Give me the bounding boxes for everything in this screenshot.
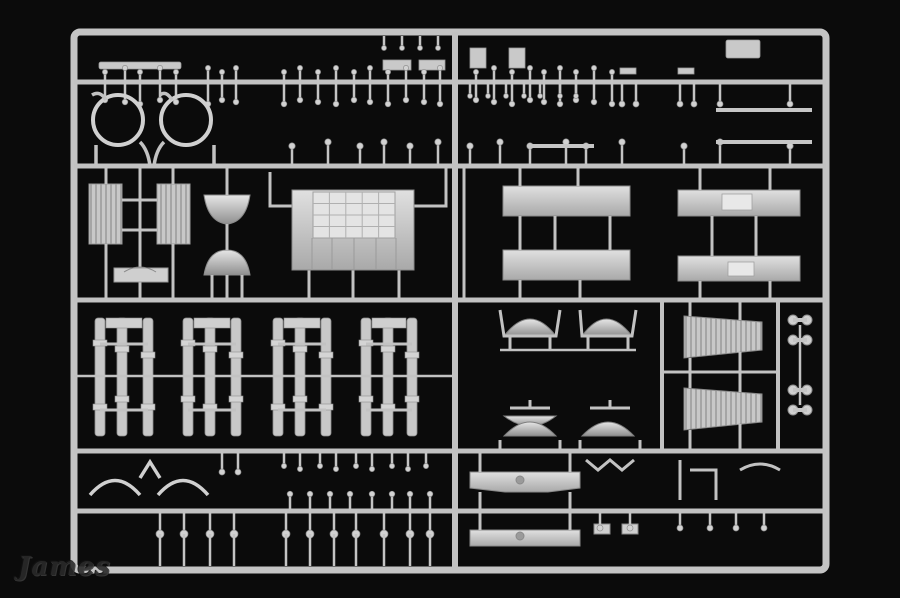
engine-block — [291, 189, 415, 271]
arch-parts — [88, 458, 210, 497]
vertical-runners — [452, 32, 780, 570]
row5-pegs — [218, 451, 434, 511]
dome-covers — [203, 194, 251, 276]
hub-domes — [502, 318, 636, 437]
track-link-parts — [787, 314, 813, 416]
row6-pegs — [155, 511, 768, 566]
axle-beams — [469, 471, 581, 547]
suspension-rods — [74, 317, 455, 437]
grille-parts — [88, 183, 191, 245]
row1-small-parts — [98, 39, 761, 75]
photo-watermark: James — [18, 552, 111, 582]
ring-feeds — [91, 91, 216, 167]
rod-parts — [528, 108, 812, 148]
bracket-part — [113, 266, 169, 283]
ring-parts — [91, 93, 213, 147]
ribbed-wedges — [683, 315, 763, 431]
row1-pegs — [101, 36, 794, 108]
row2-pegs — [288, 82, 794, 166]
